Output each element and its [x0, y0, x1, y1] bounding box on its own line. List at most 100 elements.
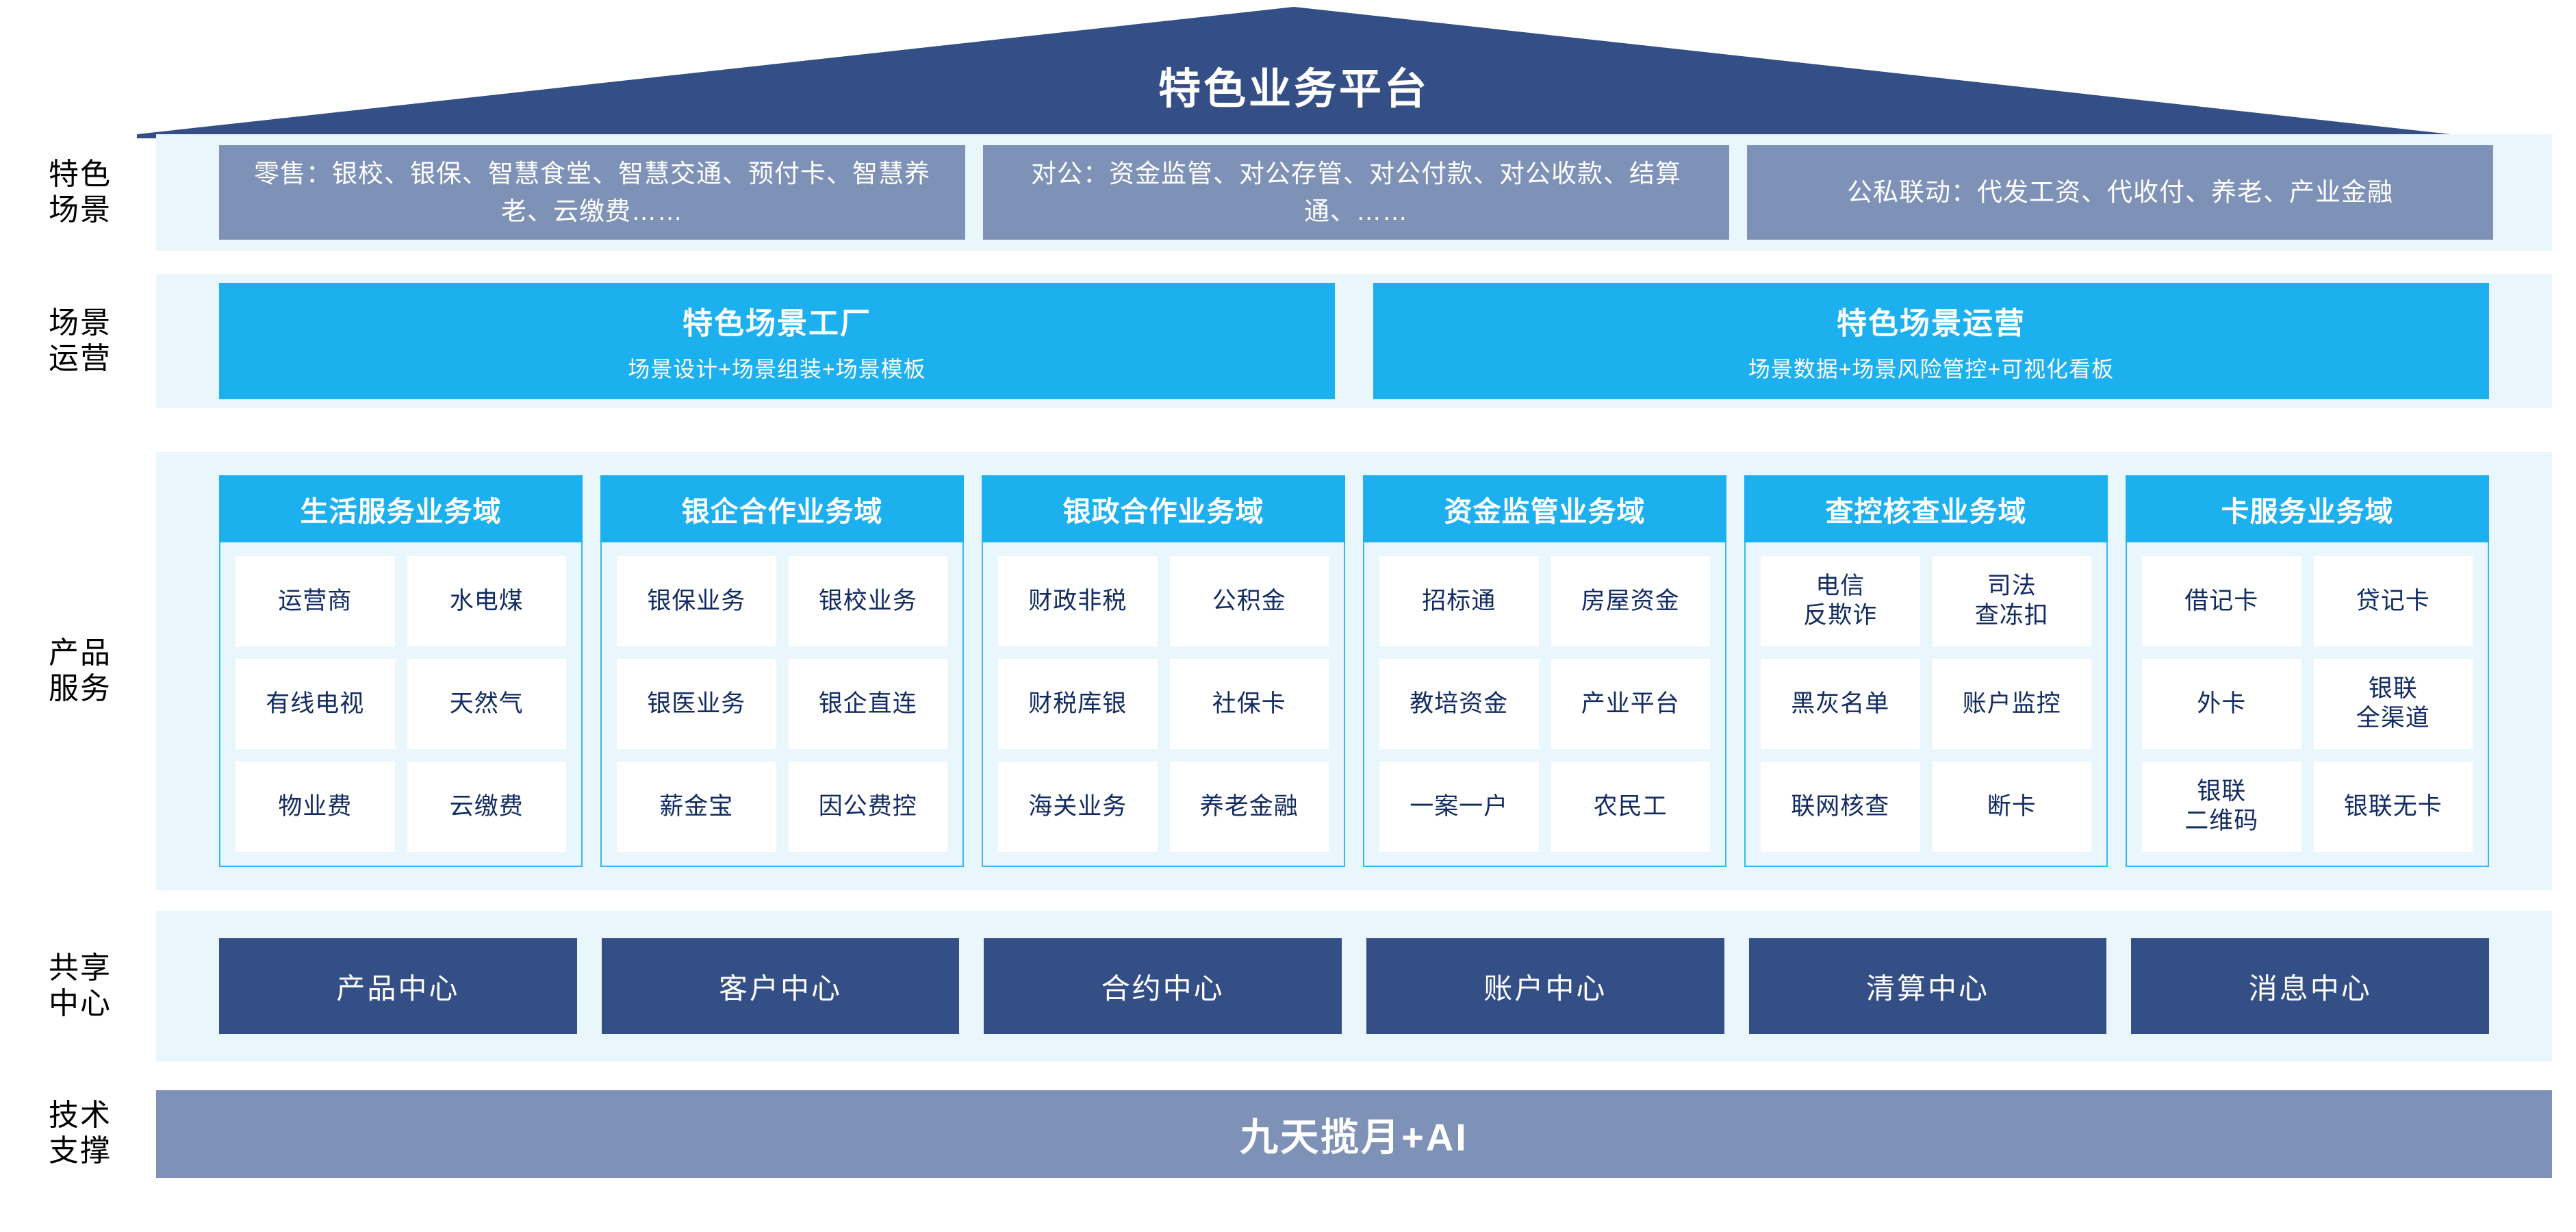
operation-row-band: 特色场景工厂 场景设计+场景组装+场景模板 特色场景运营 场景数据+场景风险管控…	[156, 274, 2552, 408]
operation-subtitle: 场景数据+场景风险管控+可视化看板	[1748, 357, 2115, 381]
operation-title: 特色场景工厂	[683, 307, 871, 340]
operation-box-scene-operations[interactable]: 特色场景运营 场景数据+场景风险管控+可视化看板	[1373, 283, 2489, 399]
domain-column-bank-government: 银政合作业务域 财政非税 公积金 财税库银 社保卡 海关业务 养老金融	[982, 475, 1345, 867]
domain-item[interactable]: 账户监控	[1932, 659, 2091, 749]
domain-items: 银保业务 银校业务 银医业务 银企直连 薪金宝 因公费控	[600, 542, 964, 867]
domain-item[interactable]: 产业平台	[1551, 659, 1710, 749]
domain-item[interactable]: 联网核查	[1761, 762, 1920, 852]
domain-item[interactable]: 银企直连	[788, 659, 947, 749]
domain-item-row: 运营商 水电煤	[235, 556, 566, 646]
domain-item[interactable]: 财税库银	[998, 659, 1158, 749]
shared-center-contract[interactable]: 合约中心	[984, 938, 1342, 1034]
domain-item[interactable]: 房屋资金	[1551, 556, 1710, 646]
domain-title: 生活服务业务域	[219, 475, 583, 542]
domain-item[interactable]: 教培资金	[1379, 659, 1539, 749]
domain-title: 查控核查业务域	[1744, 475, 2108, 542]
domain-item[interactable]: 海关业务	[998, 762, 1158, 852]
domain-item[interactable]: 运营商	[235, 556, 395, 646]
operation-subtitle: 场景设计+场景组装+场景模板	[628, 357, 926, 381]
platform-roof: 特色业务平台	[137, 4, 2451, 138]
domain-item[interactable]: 银医业务	[617, 659, 776, 749]
scenario-box-public-private[interactable]: 公私联动：代发工资、代收付、养老、产业金融	[1747, 145, 2493, 240]
domain-item[interactable]: 物业费	[235, 762, 395, 852]
domain-item-row: 外卡 银联 全渠道	[2142, 659, 2473, 749]
domain-item[interactable]: 公积金	[1169, 556, 1329, 646]
domain-item-row: 财税库银 社保卡	[998, 659, 1329, 749]
domain-column-bank-enterprise: 银企合作业务域 银保业务 银校业务 银医业务 银企直连 薪金宝 因公费控	[600, 475, 964, 867]
domain-item[interactable]: 云缴费	[407, 762, 566, 852]
tech-support-bar[interactable]: 九天揽月+AI	[156, 1090, 2552, 1178]
domain-item-row: 黑灰名单 账户监控	[1761, 659, 2091, 749]
scenario-box-corporate[interactable]: 对公：资金监管、对公存管、对公付款、对公收款、结算通、……	[983, 145, 1729, 240]
domain-column-fund-supervision: 资金监管业务域 招标通 房屋资金 教培资金 产业平台 一案一户 农民工	[1363, 475, 1726, 867]
row-label-scenario: 特色 场景	[49, 158, 112, 227]
domain-item-row: 薪金宝 因公费控	[617, 762, 947, 852]
row-label-tech-support: 技术 支撑	[49, 1098, 112, 1168]
domain-item-row: 银保业务 银校业务	[617, 556, 947, 646]
domain-item-row: 财政非税 公积金	[998, 556, 1329, 646]
domain-item-row: 联网核查 断卡	[1761, 762, 2091, 852]
row-label-operation: 场景 运营	[49, 306, 112, 375]
domain-item-row: 招标通 房屋资金	[1379, 556, 1710, 646]
row-label-shared-center: 共享 中心	[49, 951, 112, 1020]
domain-item-row: 海关业务 养老金融	[998, 762, 1329, 852]
domain-items: 招标通 房屋资金 教培资金 产业平台 一案一户 农民工	[1363, 542, 1726, 867]
page-title: 特色业务平台	[1158, 66, 1429, 113]
shared-center-account[interactable]: 账户中心	[1366, 938, 1724, 1034]
operation-title: 特色场景运营	[1837, 307, 2026, 340]
domain-item[interactable]: 银联 全渠道	[2313, 659, 2473, 749]
domain-item[interactable]: 断卡	[1932, 762, 2091, 852]
domain-item[interactable]: 因公费控	[788, 762, 947, 852]
domain-item-row: 银联 二维码 银联无卡	[2142, 762, 2473, 852]
domain-items: 运营商 水电煤 有线电视 天然气 物业费 云缴费	[219, 542, 583, 867]
shared-center-row-band: 产品中心 客户中心 合约中心 账户中心 清算中心 消息中心	[156, 911, 2552, 1061]
row-label-product: 产品 服务	[49, 636, 112, 705]
scenario-box-retail[interactable]: 零售：银校、银保、智慧食堂、智慧交通、预付卡、智慧养老、云缴费……	[219, 145, 965, 240]
shared-center-product[interactable]: 产品中心	[219, 938, 577, 1034]
domain-item-row: 物业费 云缴费	[235, 762, 566, 852]
domain-item-row: 有线电视 天然气	[235, 659, 566, 749]
domain-title: 资金监管业务域	[1363, 475, 1726, 542]
domain-title: 卡服务业务域	[2126, 475, 2489, 542]
shared-center-message[interactable]: 消息中心	[2131, 938, 2490, 1034]
domain-item[interactable]: 电信 反欺诈	[1761, 556, 1920, 646]
domain-item[interactable]: 一案一户	[1379, 762, 1539, 852]
domain-item-row: 银医业务 银企直连	[617, 659, 947, 749]
domain-item[interactable]: 贷记卡	[2313, 556, 2473, 646]
domain-column-investigation-control: 查控核查业务域 电信 反欺诈 司法 查冻扣 黑灰名单 账户监控 联网核查 断卡	[1744, 475, 2108, 867]
domain-item[interactable]: 银保业务	[617, 556, 776, 646]
domain-item[interactable]: 外卡	[2142, 659, 2301, 749]
domain-items: 电信 反欺诈 司法 查冻扣 黑灰名单 账户监控 联网核查 断卡	[1744, 542, 2108, 867]
domain-title: 银政合作业务域	[982, 475, 1345, 542]
domain-item[interactable]: 天然气	[407, 659, 566, 749]
domain-items: 财政非税 公积金 财税库银 社保卡 海关业务 养老金融	[982, 542, 1345, 867]
domain-item[interactable]: 薪金宝	[617, 762, 776, 852]
domain-item[interactable]: 财政非税	[998, 556, 1158, 646]
domain-item[interactable]: 银联无卡	[2313, 762, 2473, 852]
domain-item[interactable]: 有线电视	[235, 659, 395, 749]
domain-item[interactable]: 农民工	[1551, 762, 1710, 852]
domain-item[interactable]: 黑灰名单	[1761, 659, 1920, 749]
operation-box-scene-factory[interactable]: 特色场景工厂 场景设计+场景组装+场景模板	[219, 283, 1335, 399]
domain-item[interactable]: 借记卡	[2142, 556, 2301, 646]
domain-item[interactable]: 养老金融	[1169, 762, 1329, 852]
domain-item[interactable]: 银联 二维码	[2142, 762, 2301, 852]
domain-item[interactable]: 银校业务	[788, 556, 947, 646]
domain-column-life-service: 生活服务业务域 运营商 水电煤 有线电视 天然气 物业费 云缴费	[219, 475, 583, 867]
domain-item-row: 电信 反欺诈 司法 查冻扣	[1761, 556, 2091, 646]
shared-center-settlement[interactable]: 清算中心	[1748, 938, 2107, 1034]
domain-item[interactable]: 招标通	[1379, 556, 1539, 646]
domain-items: 借记卡 贷记卡 外卡 银联 全渠道 银联 二维码 银联无卡	[2126, 542, 2489, 867]
domain-title: 银企合作业务域	[600, 475, 964, 542]
domain-item[interactable]: 社保卡	[1169, 659, 1329, 749]
domain-item[interactable]: 司法 查冻扣	[1932, 556, 2091, 646]
domain-item-row: 借记卡 贷记卡	[2142, 556, 2473, 646]
domain-column-card-service: 卡服务业务域 借记卡 贷记卡 外卡 银联 全渠道 银联 二维码 银联无卡	[2126, 475, 2489, 867]
roof-shape	[137, 7, 2451, 138]
scenario-row-band: 零售：银校、银保、智慧食堂、智慧交通、预付卡、智慧养老、云缴费…… 对公：资金监…	[156, 134, 2552, 251]
shared-center-customer[interactable]: 客户中心	[601, 938, 960, 1034]
domain-item-row: 一案一户 农民工	[1379, 762, 1710, 852]
domain-item-row: 教培资金 产业平台	[1379, 659, 1710, 749]
domain-item[interactable]: 水电煤	[407, 556, 566, 646]
